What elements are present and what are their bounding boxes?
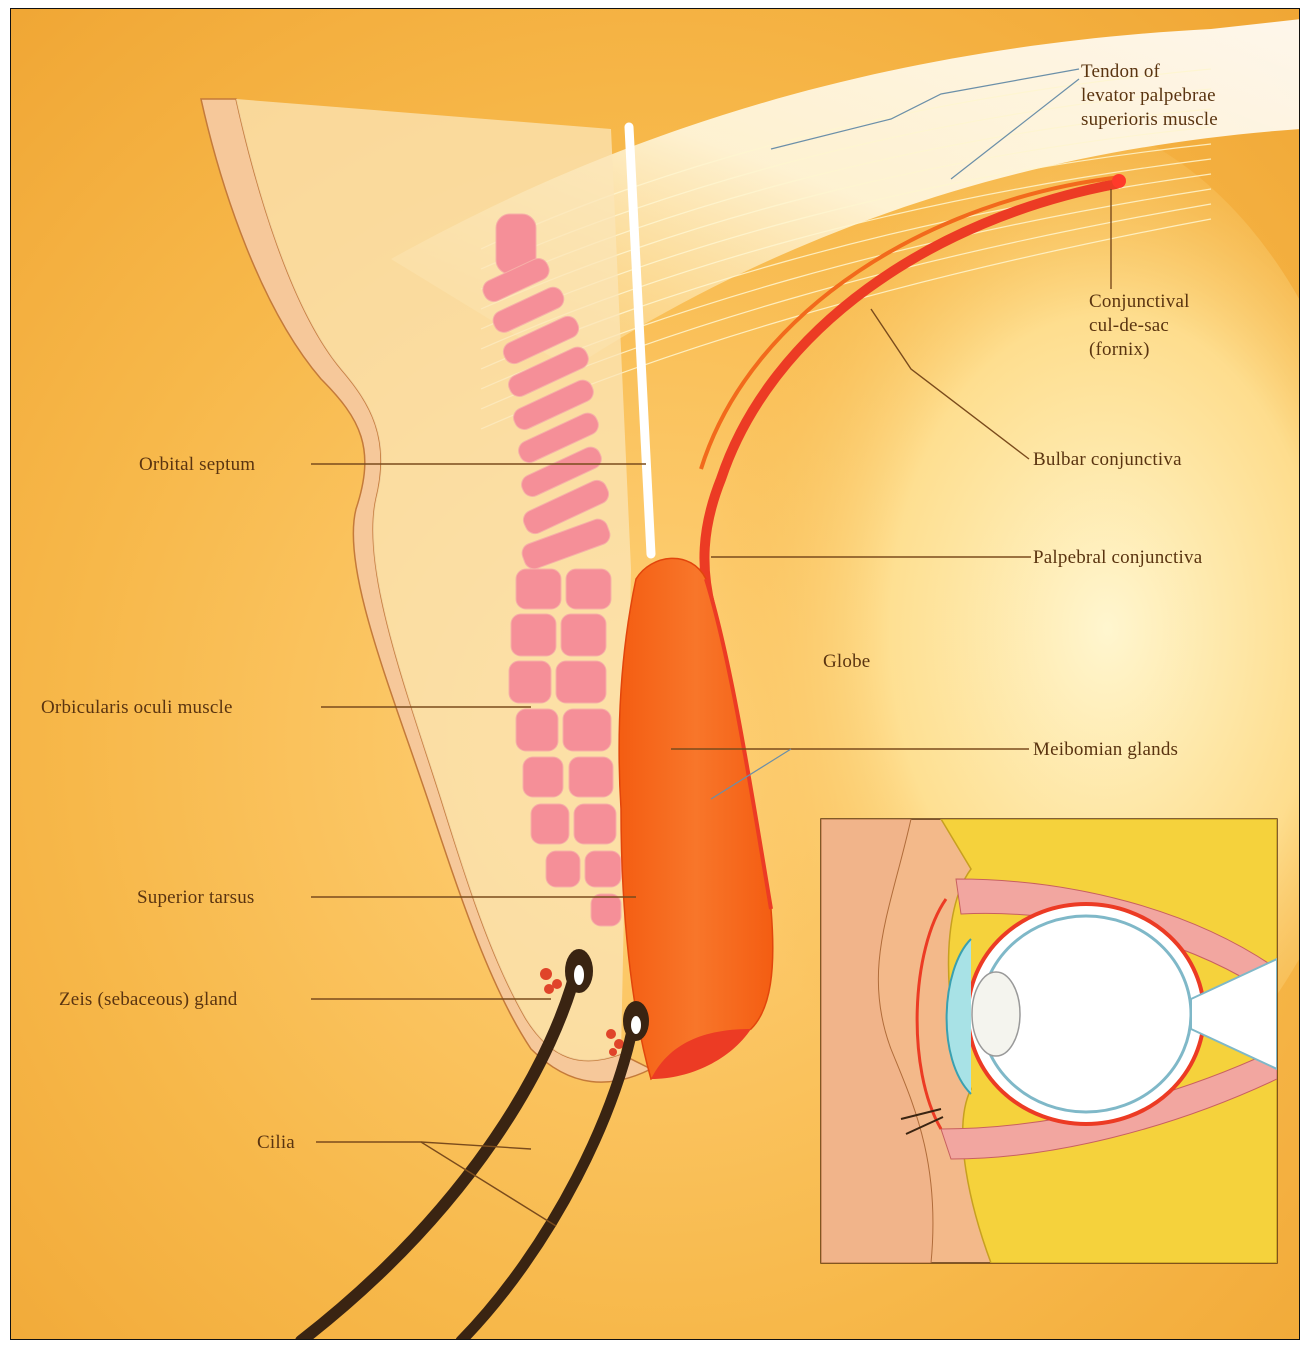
label-fornix-line2: cul-de-sac xyxy=(1089,315,1169,336)
label-fornix-line3: (fornix) xyxy=(1089,339,1150,360)
label-zeis-gland: Zeis (sebaceous) gland xyxy=(59,989,238,1010)
label-orbital-septum: Orbital septum xyxy=(139,454,255,475)
label-tendon-line3: superioris muscle xyxy=(1081,109,1218,130)
fornix-apex xyxy=(1112,174,1126,188)
label-meibomian-glands: Meibomian glands xyxy=(1033,739,1178,760)
label-superior-tarsus: Superior tarsus xyxy=(137,887,255,908)
eyelid-anatomy-diagram: Tendon of levator palpebrae superioris m… xyxy=(11,9,1300,1340)
label-palpebral-conjunctiva: Palpebral conjunctiva xyxy=(1033,547,1203,568)
inset-orbit xyxy=(821,819,1277,1263)
label-bulbar-conjunctiva: Bulbar conjunctiva xyxy=(1033,449,1182,470)
label-tendon-line1: Tendon of xyxy=(1081,61,1161,82)
label-tendon-line2: levator palpebrae xyxy=(1081,85,1216,106)
label-cilia: Cilia xyxy=(257,1132,295,1153)
label-fornix-line1: Conjunctival xyxy=(1089,291,1190,312)
label-globe: Globe xyxy=(823,651,870,672)
label-orbicularis-oculi: Orbicularis oculi muscle xyxy=(41,697,233,718)
figure-frame: Tendon of levator palpebrae superioris m… xyxy=(10,8,1300,1340)
